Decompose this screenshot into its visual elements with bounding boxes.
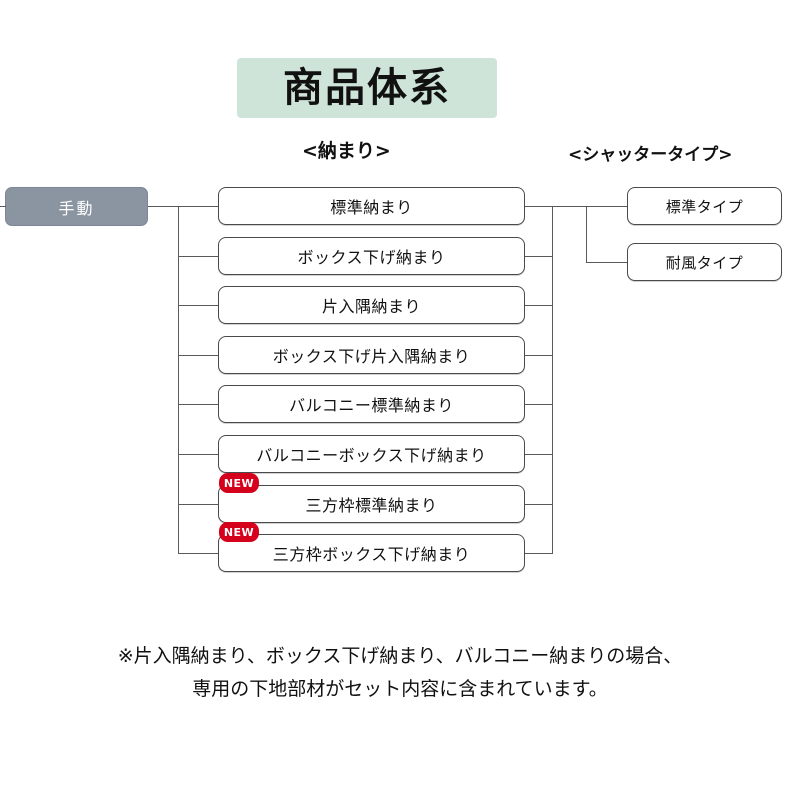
- title-banner: 商品体系: [237, 58, 497, 118]
- footnote-line-1: ※片入隅納まり、ボックス下げ納まり、バルコニー納まりの場合、: [117, 645, 683, 667]
- node-nawamari-6[interactable]: バルコニーボックス下げ納まり: [218, 435, 525, 473]
- node-label: バルコニー標準納まり: [289, 396, 454, 415]
- node-nawamari-2[interactable]: ボックス下げ納まり: [218, 237, 525, 275]
- node-nawamari-4[interactable]: ボックス下げ片入隅納まり: [218, 336, 525, 374]
- root-node-manual[interactable]: 手動: [5, 187, 148, 226]
- connector-shutter-stub-2: [586, 262, 627, 263]
- root-node-label: 手動: [58, 198, 95, 218]
- page-title: 商品体系: [283, 65, 451, 111]
- connector-trunk-left: [178, 206, 179, 554]
- column-header-shutter: <シャッタータイプ>: [568, 145, 733, 165]
- node-label: ボックス下げ片入隅納まり: [272, 347, 471, 366]
- footnote-line-2: 専用の下地部材がセット内容に含まれています。: [192, 678, 608, 700]
- node-label: 三方枠標準納まり: [305, 496, 438, 515]
- node-label: バルコニーボックス下げ納まり: [256, 446, 487, 465]
- connector-shutter-stub-1: [586, 206, 627, 207]
- connector-collector-to-shutter: [552, 206, 587, 207]
- connector-shutter-split: [586, 206, 587, 263]
- connector-stub-left-4: [178, 355, 218, 356]
- connector-stub-right-1: [525, 206, 553, 207]
- connector-stub-left-6: [178, 454, 218, 455]
- new-badge-nawamari-8: NEW: [219, 522, 259, 542]
- connector-stub-left-3: [178, 305, 218, 306]
- footnote: ※片入隅納まり、ボックス下げ納まり、バルコニー納まりの場合、 専用の下地部材がセ…: [0, 640, 800, 706]
- connector-stub-right-2: [525, 256, 553, 257]
- new-badge-nawamari-7: NEW: [219, 473, 259, 493]
- connector-stub-left-1: [178, 206, 218, 207]
- node-nawamari-8[interactable]: 三方枠ボックス下げ納まり: [218, 534, 525, 572]
- node-label: 標準タイプ: [665, 197, 744, 216]
- node-nawamari-3[interactable]: 片入隅納まり: [218, 286, 525, 324]
- node-shutter-2[interactable]: 耐風タイプ: [627, 243, 782, 281]
- new-badge-label: NEW: [223, 525, 255, 539]
- connector-stub-right-7: [525, 504, 553, 505]
- column-header-nawamari: <納まり>: [302, 140, 391, 162]
- node-nawamari-1[interactable]: 標準納まり: [218, 187, 525, 225]
- connector-stub-right-6: [525, 454, 553, 455]
- connector-stub-right-3: [525, 305, 553, 306]
- node-shutter-1[interactable]: 標準タイプ: [627, 187, 782, 225]
- connector-stub-left-7: [178, 504, 218, 505]
- node-label: 耐風タイプ: [665, 253, 744, 272]
- node-nawamari-7[interactable]: 三方枠標準納まり: [218, 485, 525, 523]
- connector-stub-left-2: [178, 256, 218, 257]
- node-nawamari-5[interactable]: バルコニー標準納まり: [218, 385, 525, 423]
- node-label: 三方枠ボックス下げ納まり: [272, 545, 471, 564]
- new-badge-label: NEW: [223, 476, 255, 490]
- connector-stub-right-8: [525, 553, 553, 554]
- connector-stub-left-5: [178, 404, 218, 405]
- node-label: 標準納まり: [330, 198, 413, 217]
- node-label: 片入隅納まり: [321, 297, 421, 316]
- connector-stub-right-5: [525, 404, 553, 405]
- connector-stub-left-8: [178, 553, 218, 554]
- connector-stub-right-4: [525, 355, 553, 356]
- connector-trunk-right: [552, 206, 553, 554]
- connector-root-left-stub: [0, 206, 6, 207]
- node-label: ボックス下げ納まり: [297, 248, 446, 267]
